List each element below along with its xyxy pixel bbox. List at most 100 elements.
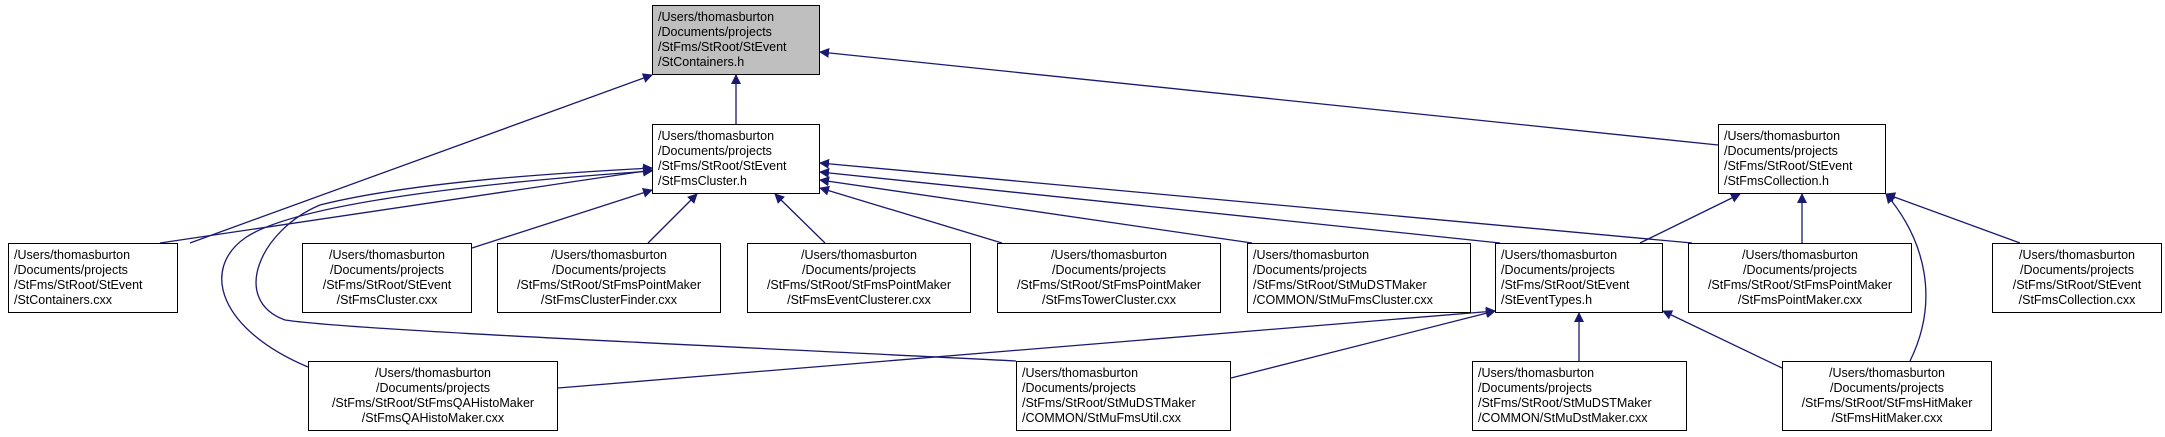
edge-stfmsqahistomaker_cxx-to-stfmscluster_h	[221, 166, 653, 368]
node-label-line: /Users/thomasburton	[1022, 366, 1139, 380]
node-label-line: /StFms/StRoot/StEvent	[2012, 278, 2142, 292]
node-label-line: /StFmsQAHistoMaker.cxx	[361, 411, 505, 425]
edge-stfmstowercluster_cxx-to-stfmscluster_h	[819, 185, 1003, 244]
node-stfmsclusterfinder-cxx[interactable]: /Users/thomasburton/Documents/projects/S…	[497, 243, 721, 313]
node-label-line: /Users/thomasburton	[658, 10, 775, 24]
node-label-line: /Documents/projects	[1830, 381, 1944, 395]
node-label-line: /StFmsCollection.h	[1724, 174, 1829, 188]
node-label-line: /Documents/projects	[1052, 263, 1166, 277]
node-label-line: /Users/thomasburton	[328, 248, 446, 262]
node-stfmscluster-cxx[interactable]: /Users/thomasburton/Documents/projects/S…	[302, 243, 472, 313]
node-label-line: /StFms/StRoot/StMuDSTMaker	[1253, 278, 1427, 292]
node-label-line: /StFms/StRoot/StEvent	[322, 278, 452, 292]
node-stfmspointmaker-cxx[interactable]: /Users/thomasburton/Documents/projects/S…	[1688, 243, 1912, 313]
node-label-line: /Users/thomasburton	[1741, 248, 1859, 262]
node-label-line: /StFms/StRoot/StFmsPointMaker	[1707, 278, 1893, 292]
node-label-line: /StFms/StRoot/StFmsPointMaker	[766, 278, 952, 292]
node-label-line: /Users/thomasburton	[550, 248, 668, 262]
node-label-line: /Users/thomasburton	[14, 248, 131, 262]
node-stfmscollection-h[interactable]: /Users/thomasburton/Documents/projects/S…	[1718, 124, 1886, 194]
node-label-line: /Users/thomasburton	[1501, 248, 1618, 262]
node-label-line: /StEventTypes.h	[1501, 293, 1593, 307]
edge-stfmsqahistomaker_cxx-to-steventtypes_h	[557, 306, 1496, 389]
node-label-line: /Users/thomasburton	[1828, 366, 1946, 380]
node-stmufmscluster-cxx[interactable]: /Users/thomasburton/Documents/projects/S…	[1247, 243, 1471, 313]
node-label-line: /StFmsCluster.h	[658, 174, 747, 188]
edge-stcontainers_cxx-to-stcontainers_h	[189, 73, 653, 244]
edge-stmufmsutil_cxx-to-steventtypes_h	[1230, 308, 1496, 379]
node-label-line: /StContainers.h	[658, 55, 745, 69]
node-label-line: /Documents/projects	[1501, 263, 1615, 277]
node-label-line: /Users/thomasburton	[2018, 248, 2136, 262]
node-label-line: /Users/thomasburton	[1724, 129, 1841, 143]
node-label-line: /COMMON/StMuFmsCluster.cxx	[1253, 293, 1433, 307]
node-label-line: /Users/thomasburton	[658, 129, 775, 143]
edge-stfmshitmaker_cxx-to-stfmscollection_h	[1885, 193, 1927, 362]
node-label-line: /Documents/projects	[552, 263, 666, 277]
edge-stfmshitmaker_cxx-to-steventtypes_h	[1662, 310, 1783, 369]
edge-stfmscollection_cxx-to-stfmscollection_h	[1885, 192, 2021, 244]
node-label-line: /StFmsPointMaker.cxx	[1737, 293, 1863, 307]
node-stfmshitmaker-cxx[interactable]: /Users/thomasburton/Documents/projects/S…	[1782, 361, 1992, 431]
node-stcontainers-h: /Users/thomasburton/Documents/projects/S…	[652, 5, 820, 75]
node-label-line: /StFmsHitMaker.cxx	[1831, 411, 1943, 425]
edge-stfmscollection_h-to-stcontainers_h	[819, 47, 1719, 146]
node-stfmstowercluster-cxx[interactable]: /Users/thomasburton/Documents/projects/S…	[997, 243, 1221, 313]
node-stmudstmaker-cxx[interactable]: /Users/thomasburton/Documents/projects/S…	[1472, 361, 1687, 431]
node-label-line: /StFmsCollection.cxx	[2018, 293, 2136, 307]
node-label-line: /Documents/projects	[1022, 381, 1136, 395]
node-label-line: /StFms/StRoot/StMuDSTMaker	[1022, 396, 1196, 410]
node-label-line: /Documents/projects	[1743, 263, 1857, 277]
node-label-line: /StFms/StRoot/StMuDSTMaker	[1478, 396, 1652, 410]
edge-stfmseventclusterer_cxx-to-stfmscluster_h	[774, 193, 826, 244]
node-label-line: /COMMON/StMuFmsUtil.cxx	[1022, 411, 1182, 425]
edge-stfmsclusterfinder_cxx-to-stfmscluster_h	[647, 193, 698, 244]
edge-steventtypes_h-to-stfmscollection_h	[1639, 193, 1741, 244]
edge-stcontainers_cxx-to-stfmscluster_h	[159, 166, 653, 244]
node-label-line: /Documents/projects	[1478, 381, 1592, 395]
node-label-line: /Users/thomasburton	[1478, 366, 1595, 380]
node-label-line: /StFms/StRoot/StEvent	[1501, 278, 1630, 292]
node-label-line: /COMMON/StMuDstMaker.cxx	[1478, 411, 1648, 425]
node-label-line: /StFms/StRoot/StFmsHitMaker	[1801, 396, 1973, 410]
node-label-line: /Documents/projects	[14, 263, 128, 277]
node-label-line: /StFms/StRoot/StEvent	[1724, 159, 1853, 173]
node-label-line: /StContainers.cxx	[14, 293, 112, 307]
edge-stfmspointmaker_cxx-to-stfmscluster_h	[819, 158, 1693, 244]
node-label-line: /StFms/StRoot/StEvent	[658, 40, 787, 54]
node-label-line: /Users/thomasburton	[800, 248, 918, 262]
node-label-line: /StFmsEventClusterer.cxx	[787, 293, 931, 307]
node-label-line: /Users/thomasburton	[374, 366, 492, 380]
node-stfmsqahistomaker-cxx[interactable]: /Users/thomasburton/Documents/projects/S…	[308, 361, 558, 431]
node-label-line: /Documents/projects	[376, 381, 490, 395]
node-stmufmsutil-cxx[interactable]: /Users/thomasburton/Documents/projects/S…	[1016, 361, 1231, 431]
node-label-line: /Documents/projects	[658, 25, 772, 39]
node-stfmscluster-h[interactable]: /Users/thomasburton/Documents/projects/S…	[652, 124, 820, 194]
node-stfmscollection-cxx[interactable]: /Users/thomasburton/Documents/projects/S…	[1992, 243, 2162, 313]
node-label-line: /Documents/projects	[1724, 144, 1838, 158]
node-label-line: /Documents/projects	[2020, 263, 2134, 277]
node-label-line: /Documents/projects	[330, 263, 444, 277]
node-label-line: /Users/thomasburton	[1050, 248, 1168, 262]
node-label-line: /StFmsTowerCluster.cxx	[1041, 293, 1177, 307]
edge-stfmscluster_cxx-to-stfmscluster_h	[471, 188, 653, 249]
edge-stmufmscluster_cxx-to-stfmscluster_h	[819, 176, 1253, 244]
node-label-line: /StFms/StRoot/StFmsPointMaker	[1016, 278, 1202, 292]
node-label-line: /StFmsCluster.cxx	[336, 293, 438, 307]
node-label-line: /StFms/StRoot/StFmsQAHistoMaker	[331, 396, 535, 410]
node-label-line: /StFms/StRoot/StEvent	[658, 159, 787, 173]
node-label-line: /StFmsClusterFinder.cxx	[540, 293, 678, 307]
node-label-line: /Users/thomasburton	[1253, 248, 1370, 262]
node-stfmseventclusterer-cxx[interactable]: /Users/thomasburton/Documents/projects/S…	[747, 243, 971, 313]
node-label-line: /Documents/projects	[802, 263, 916, 277]
node-label-line: /StFms/StRoot/StEvent	[14, 278, 143, 292]
node-steventtypes-h[interactable]: /Users/thomasburton/Documents/projects/S…	[1495, 243, 1663, 313]
edge-stmufmsutil_cxx-to-stfmscluster_h	[255, 163, 1017, 362]
edge-steventtypes_h-to-stfmscluster_h	[819, 167, 1501, 244]
node-stcontainers-cxx[interactable]: /Users/thomasburton/Documents/projects/S…	[8, 243, 178, 313]
node-label-line: /Documents/projects	[1253, 263, 1367, 277]
node-label-line: /StFms/StRoot/StFmsPointMaker	[516, 278, 702, 292]
node-label-line: /Documents/projects	[658, 144, 772, 158]
